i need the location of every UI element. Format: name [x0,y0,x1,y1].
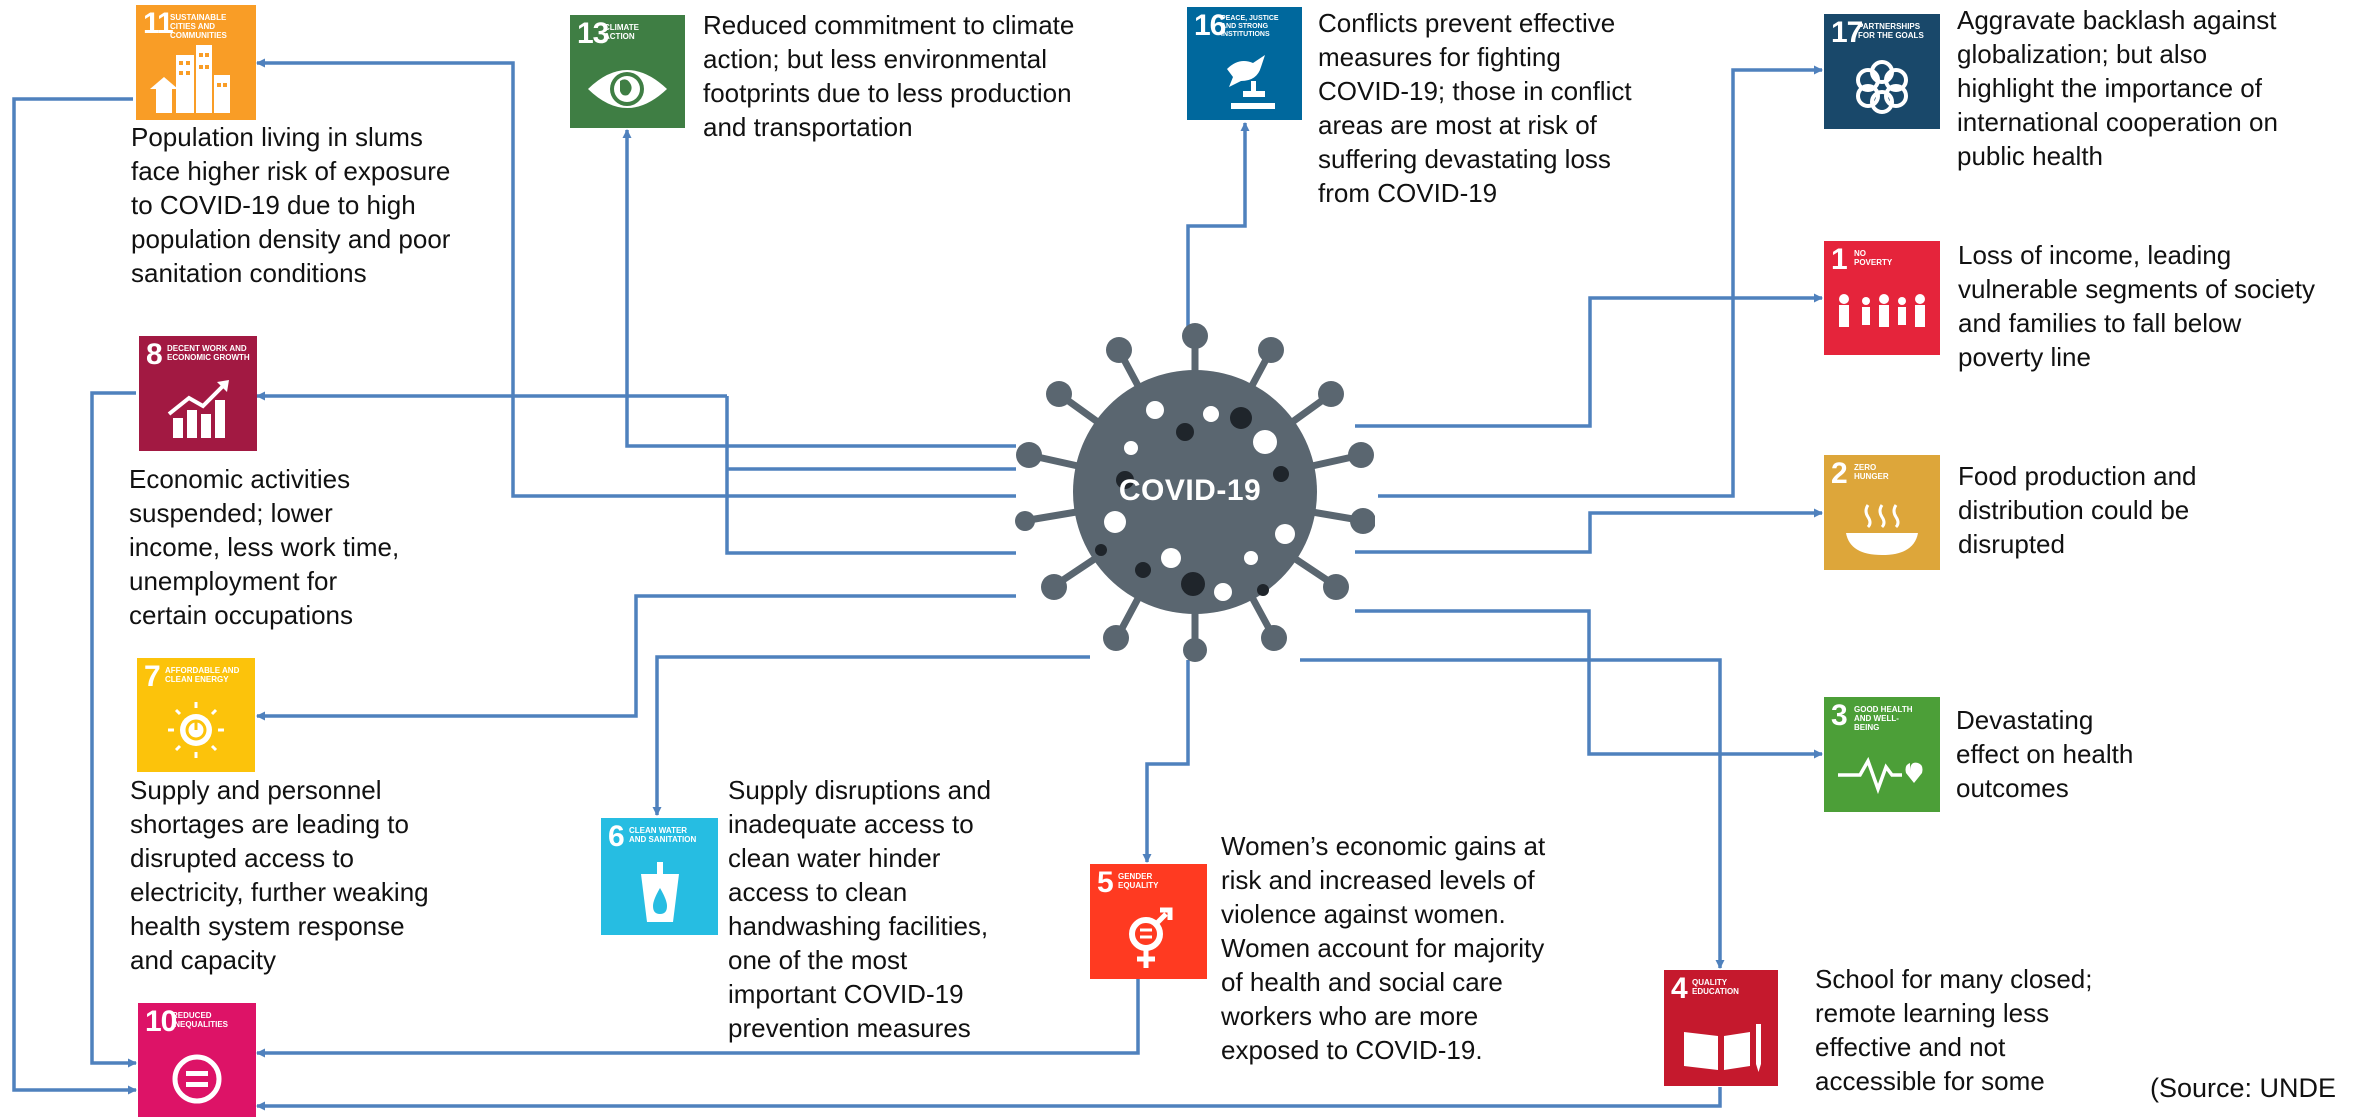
goal-7-text: Supply and personnel shortages are leadi… [130,775,429,975]
goal-2-text: Food production and distribution could b… [1958,461,2197,559]
equality-icon [172,1054,222,1104]
sdg-tile-6: 6 CLEAN WATER AND SANITATION [601,818,718,935]
sdg-title: ZERO HUNGER [1854,463,1889,481]
sdg-tile-16: 16 PEACE, JUSTICE AND STRONG INSTITUTION… [1187,7,1302,120]
sdg-tile-11: 11 SUSTAINABLE CITIES AND COMMUNITIES [136,5,256,120]
arrow-to-goal-2 [1355,508,1823,554]
sdg-title: GOOD HEALTH AND WELL-BEING [1854,705,1913,732]
arrow-to-goal-3 [1355,609,1823,759]
sdg-tile-10: 10 REDUCED INEQUALITIES [138,1003,256,1117]
sdg-number: 4 [1671,972,1688,1005]
bowl-icon [1846,504,1918,555]
sdg-number: 10 [145,1005,177,1038]
sdg-title: REDUCED INEQUALITIES [172,1011,229,1029]
arrow-goal-11-to-goal-10 [12,97,137,1095]
goal-5-text: Women’s economic gains at risk and incre… [1221,831,1546,1065]
sdg-number: 8 [146,338,163,371]
sdg-title: GENDER EQUALITY [1118,872,1159,890]
arrow-to-goal-1 [1355,293,1823,428]
sdg-title: CLEAN WATER AND SANITATION [629,826,697,844]
sdg-tile-17: 17 PARTNERSHIPS FOR THE GOALS [1824,14,1940,129]
sun-power-icon [168,702,224,758]
sdg-title: SUSTAINABLE CITIES AND COMMUNITIES [170,13,227,40]
goal-4-text: School for many closed; remote learning … [1815,964,2093,1096]
sdg-number: 5 [1097,866,1114,899]
sdg-tile-2: 2 ZERO HUNGER [1824,455,1940,570]
arrow-to-goal-5 [1142,660,1190,863]
sdg-number: 11 [143,7,174,40]
arrow-to-goal-8 [257,396,1016,555]
rings-icon [1856,60,1908,114]
sdg-number: 2 [1831,457,1848,490]
water-drop-icon [641,862,679,922]
sdg-tile-13: 13 CLIMATE ACTION [570,15,685,128]
arrow-to-goal-6 [652,655,1090,816]
sdg-title: QUALITY EDUCATION [1692,978,1739,996]
sdg-title: AFFORDABLE AND CLEAN ENERGY [165,666,240,684]
sdg-title: PEACE, JUSTICE AND STRONG INSTITUTIONS [1221,15,1279,38]
covid-virus-icon [1015,323,1375,662]
sdg-number: 17 [1831,16,1863,49]
goal-11-text: Population living in slums face higher r… [131,122,451,288]
sdg-tile-4: 4 QUALITY EDUCATION [1664,970,1778,1086]
goal-6-text: Supply disruptions and inadequate access… [728,775,992,1043]
sdg-title: DECENT WORK AND ECONOMIC GROWTH [167,344,250,362]
sdg-title: CLIMATE ACTION [604,23,639,41]
sdg-number: 13 [577,17,609,50]
goal-17-text: Aggravate backlash against globalization… [1957,5,2278,171]
arrow-to-goal-4 [1300,658,1725,969]
city-icon [150,45,230,113]
sdg-number: 6 [608,820,625,853]
sdg-title: PARTNERSHIPS FOR THE GOALS [1858,22,1924,40]
sdg-number: 16 [1194,9,1226,42]
sdg-number: 3 [1831,699,1848,732]
eye-globe-icon [588,70,667,108]
heartbeat-icon [1838,756,1923,795]
arrow-goal-5-to-goal-10 [256,968,1140,1058]
arrow-goal-8-to-goal-10 [90,391,137,1068]
sdg-number: 1 [1831,243,1848,276]
family-icon [1839,294,1925,327]
covid-label: COVID-19 [1118,474,1262,507]
goal-3-text: Devastating effect on health outcomes [1956,705,2134,803]
goal-1-text: Loss of income, leading vulnerable segme… [1958,240,2315,372]
goal-16-text: Conflicts prevent effective measures for… [1318,8,1632,208]
arrow-to-goal-17 [1378,65,1823,498]
sdg-title: NO POVERTY [1854,249,1893,267]
gender-icon [1129,907,1173,968]
sdg-number: 7 [144,660,161,693]
book-icon [1684,1024,1761,1072]
arrow-to-goal-11 [256,58,1016,498]
arrow-to-goal-7 [256,594,1016,721]
arrow-goal-4-to-goal-10 [256,1087,1722,1111]
source-note: (Source: UNDE [2150,1073,2337,1103]
arrow-to-goal-13 [622,129,1016,448]
sdg-tile-5: 5 GENDER EQUALITY [1090,864,1207,979]
goal-8-text: Economic activities suspended; lower inc… [129,464,400,630]
sdg-tile-7: 7 AFFORDABLE AND CLEAN ENERGY [137,658,255,772]
arrow-to-goal-16 [1186,122,1250,330]
goal-13-text: Reduced commitment to climate action; bu… [703,10,1075,142]
growth-chart-icon [167,380,229,438]
sdg-tile-3: 3 GOOD HEALTH AND WELL-BEING [1824,697,1940,812]
sdg-tile-8: 8 DECENT WORK AND ECONOMIC GROWTH [139,336,257,451]
dove-gavel-icon [1227,55,1275,109]
sdg-tile-1: 1 NO POVERTY [1824,241,1940,355]
